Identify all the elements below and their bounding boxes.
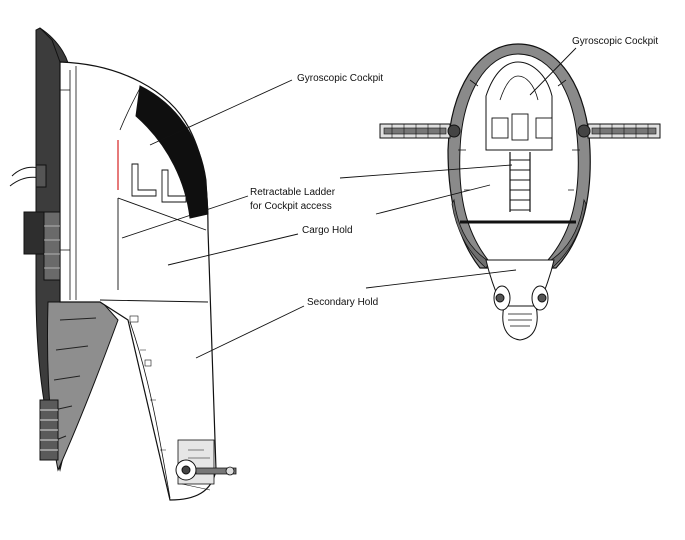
side-inner-frame <box>60 66 77 300</box>
top-seat-center <box>511 113 529 141</box>
top-hull-ticks <box>458 79 580 191</box>
side-secondary-taper <box>129 321 171 499</box>
side-tail-wing <box>175 439 237 491</box>
top-tail <box>502 305 538 341</box>
side-lower-hull-panels <box>53 317 97 441</box>
callout-secondary-top <box>365 269 517 289</box>
side-wing-mount-lines <box>44 225 60 269</box>
side-lower-hull <box>46 301 119 472</box>
label-gyroscopic-cockpit-side: Gyroscopic Cockpit <box>297 73 384 84</box>
side-wing-mount <box>43 211 61 281</box>
label-cargo-hold: Cargo Hold <box>302 225 353 236</box>
callout-cargo-top <box>375 184 491 215</box>
side-hold-divider <box>99 299 209 303</box>
top-ladder <box>509 152 531 212</box>
callout-cargo-side <box>167 233 299 266</box>
top-wing-left <box>379 123 461 139</box>
top-tail-ribs <box>508 313 532 327</box>
side-wing-stub-lower <box>23 211 45 255</box>
side-vent-lines <box>40 409 58 451</box>
top-view <box>379 43 661 341</box>
side-top-cap <box>39 27 61 63</box>
callout-lines <box>121 47 577 359</box>
side-small-panel-2 <box>144 359 152 367</box>
label-cockpit-access: for Cockpit access <box>250 201 332 212</box>
top-wing-right <box>577 123 661 139</box>
callout-gyro-side <box>149 79 293 146</box>
side-view <box>9 27 237 501</box>
side-cockpit-inner-arc <box>119 87 141 131</box>
label-gyroscopic-cockpit-top: Gyroscopic Cockpit <box>572 36 659 47</box>
top-cockpit-inner-arch <box>499 75 539 101</box>
top-tail-pod-left-hub <box>495 293 505 303</box>
callout-secondary-side <box>195 305 305 359</box>
side-small-panel-1 <box>129 315 139 323</box>
side-seat-2 <box>161 169 187 203</box>
top-seat-left <box>491 117 509 139</box>
callout-ladder-top <box>339 164 513 179</box>
callout-gyro-top <box>529 47 577 96</box>
side-cockpit-floor <box>117 197 207 231</box>
callout-ladder-side <box>121 195 249 239</box>
side-secondary-ticks <box>140 349 166 451</box>
side-main-hull <box>59 61 217 501</box>
label-retractable-ladder: Retractable Ladder <box>250 187 336 198</box>
top-seat-right <box>535 117 553 139</box>
label-secondary-hold: Secondary Hold <box>307 297 379 308</box>
side-seat-1 <box>131 163 157 197</box>
top-tail-pod-right-hub <box>537 293 547 303</box>
side-cockpit-band <box>135 85 209 219</box>
side-wing-stub-upper <box>35 164 47 188</box>
